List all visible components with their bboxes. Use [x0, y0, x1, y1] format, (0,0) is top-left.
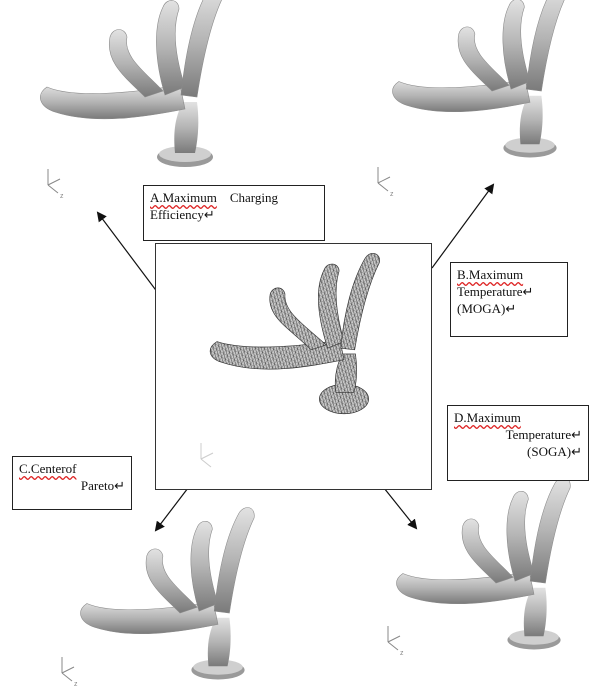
label-c-line2: Pareto↵	[19, 477, 125, 494]
shape-render-a	[40, 0, 223, 200]
arrow-to-d	[384, 488, 416, 528]
label-d-line3: (SOGA)↵	[454, 443, 582, 460]
shape-render-d	[388, 478, 570, 657]
label-b-line2: Temperature↵	[457, 283, 561, 300]
label-d-line1: D.Maximum	[454, 409, 582, 426]
shape-render-b	[378, 0, 566, 198]
shape-render-c	[62, 508, 254, 688]
label-c-center-of-pareto: C.Centerof Pareto↵	[12, 456, 132, 510]
label-d-line2: Temperature↵	[454, 426, 582, 443]
label-a-line2: Efficiency↵	[150, 206, 318, 223]
arrow-to-c	[156, 488, 188, 530]
label-b-max-temperature-moga: B.Maximum Temperature↵ (MOGA)↵	[450, 262, 568, 337]
arrow-to-b	[432, 185, 493, 268]
label-c-line1: C.Centerof	[19, 460, 125, 477]
center-mesh-panel	[155, 243, 432, 490]
label-a-max-charging-efficiency: A.Maximum Charging Efficiency↵	[143, 185, 325, 241]
label-b-line3: (MOGA)↵	[457, 300, 561, 317]
label-a-line1-prefix: A.Maximum	[150, 190, 217, 205]
mesh-model	[156, 244, 433, 491]
label-d-max-temperature-soga: D.Maximum Temperature↵ (SOGA)↵	[447, 405, 589, 481]
label-b-line1: B.Maximum	[457, 266, 561, 283]
label-a-line1-suffix: Charging	[230, 190, 278, 205]
